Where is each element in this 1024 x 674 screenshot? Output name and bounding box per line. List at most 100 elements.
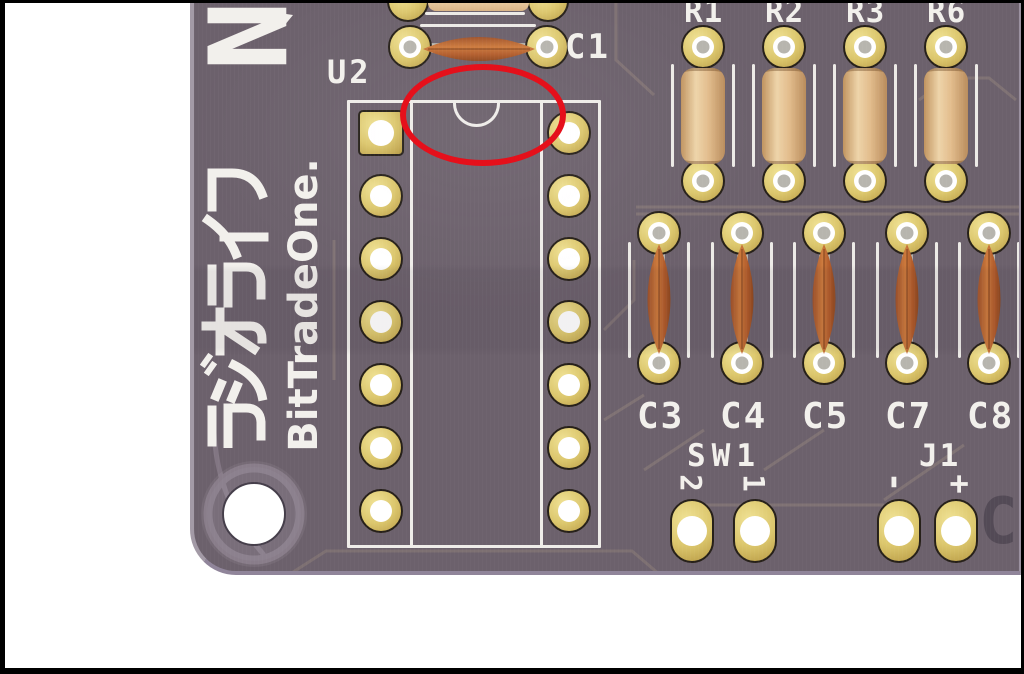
pad-hole [677, 516, 707, 546]
sw1-pad [733, 499, 777, 563]
silk-line [671, 64, 674, 167]
resistor-pad [681, 25, 725, 69]
socket-pad [359, 300, 403, 344]
pad-hole [370, 185, 392, 207]
resistor-label: R3 [846, 3, 886, 30]
socket-pad [359, 489, 403, 533]
pad-hole [558, 122, 580, 144]
pad-hole [370, 437, 392, 459]
cut-pad [527, 3, 569, 22]
resistor-pad [924, 159, 968, 203]
resistor-pad [762, 25, 806, 69]
socket-pad [359, 363, 403, 407]
lead-dot [735, 356, 749, 370]
lead-dot [777, 174, 791, 188]
lead-dot [900, 356, 914, 370]
resistor-body [681, 68, 725, 164]
pad-hole [370, 248, 392, 270]
u2-ic-body-outline [410, 100, 543, 548]
lead-dot [696, 40, 710, 54]
resistor-label: R6 [927, 3, 967, 30]
pad-hole [368, 120, 394, 146]
pad-hole [884, 516, 914, 546]
socket-pad [359, 426, 403, 470]
silk-line [425, 12, 525, 15]
lead-dot [858, 40, 872, 54]
lead-dot [939, 40, 953, 54]
socket-pad [359, 174, 403, 218]
pad-hole [740, 516, 770, 546]
sw1-label: SW1 [687, 438, 761, 474]
silk-line [833, 64, 836, 167]
lead-dot [540, 40, 554, 54]
silk-line [420, 24, 536, 27]
silk-line [894, 64, 897, 167]
u2-label: U2 [327, 53, 372, 91]
lead-dot [982, 226, 996, 240]
resistor-label: R1 [684, 3, 724, 30]
j1-minus-label: - [875, 471, 915, 493]
cut-pad [387, 3, 429, 22]
silk-line [628, 242, 631, 358]
silk-line [1017, 242, 1019, 358]
silk-line [852, 242, 855, 358]
socket-pad [547, 489, 591, 533]
j1-pad [877, 499, 921, 563]
mounting-hole [222, 482, 286, 546]
silk-line [711, 242, 714, 358]
socket-pad-pin1 [358, 110, 404, 156]
capacitor-label: C4 [720, 396, 768, 437]
socket-pad [359, 237, 403, 281]
pad-hole [558, 311, 580, 333]
sw1-pad [670, 499, 714, 563]
silk-line [876, 242, 879, 358]
capacitor-body [730, 244, 754, 354]
lead-dot [696, 174, 710, 188]
pad-hole [558, 374, 580, 396]
edge-letter-text: N [190, 3, 307, 73]
capacitor-pad [525, 25, 569, 69]
pcb-board: N ラジオライフ BitTradeOne. U2 [190, 3, 1021, 575]
capacitor-body [812, 244, 836, 354]
c1-label: C1 [565, 27, 610, 67]
pad-hole [370, 311, 392, 333]
sw1-pin1-label: 1 [736, 474, 771, 492]
pad-hole [941, 516, 971, 546]
capacitor-body [647, 244, 671, 354]
socket-pad [547, 363, 591, 407]
silk-line [687, 242, 690, 358]
silk-line [752, 64, 755, 167]
capacitor-label: C3 [637, 396, 685, 437]
resistor-body [762, 68, 806, 164]
capacitor-label: C7 [885, 396, 933, 437]
pad-hole [558, 437, 580, 459]
j1-plus-label: + [941, 474, 979, 494]
silk-line [958, 242, 961, 358]
c1-capacitor-body [423, 37, 535, 61]
silk-line [770, 242, 773, 358]
pad-hole [370, 500, 392, 522]
radiolife-logo: ラジオライフ [199, 164, 270, 449]
capacitor-label: C5 [802, 396, 850, 437]
capacitor-pad [967, 341, 1011, 385]
capacitor-body [895, 244, 919, 354]
lead-dot [403, 40, 417, 54]
lead-dot [652, 226, 666, 240]
capacitor-body [977, 244, 1001, 354]
lead-dot [777, 40, 791, 54]
sw1-pin2-label: 2 [673, 474, 708, 492]
silk-line [793, 242, 796, 358]
capacitor-label: C8 [967, 396, 1015, 437]
resistor-pad [843, 159, 887, 203]
lead-dot [735, 226, 749, 240]
lead-dot [939, 174, 953, 188]
silk-line [914, 64, 917, 167]
resistor-pad [843, 25, 887, 69]
lead-dot [817, 356, 831, 370]
copper-layer-letter: C [979, 485, 1018, 559]
lead-dot [858, 174, 872, 188]
pad-hole [370, 374, 392, 396]
j1-label: J1 [919, 438, 961, 474]
silk-line [813, 64, 816, 167]
resistor-body [924, 68, 968, 164]
